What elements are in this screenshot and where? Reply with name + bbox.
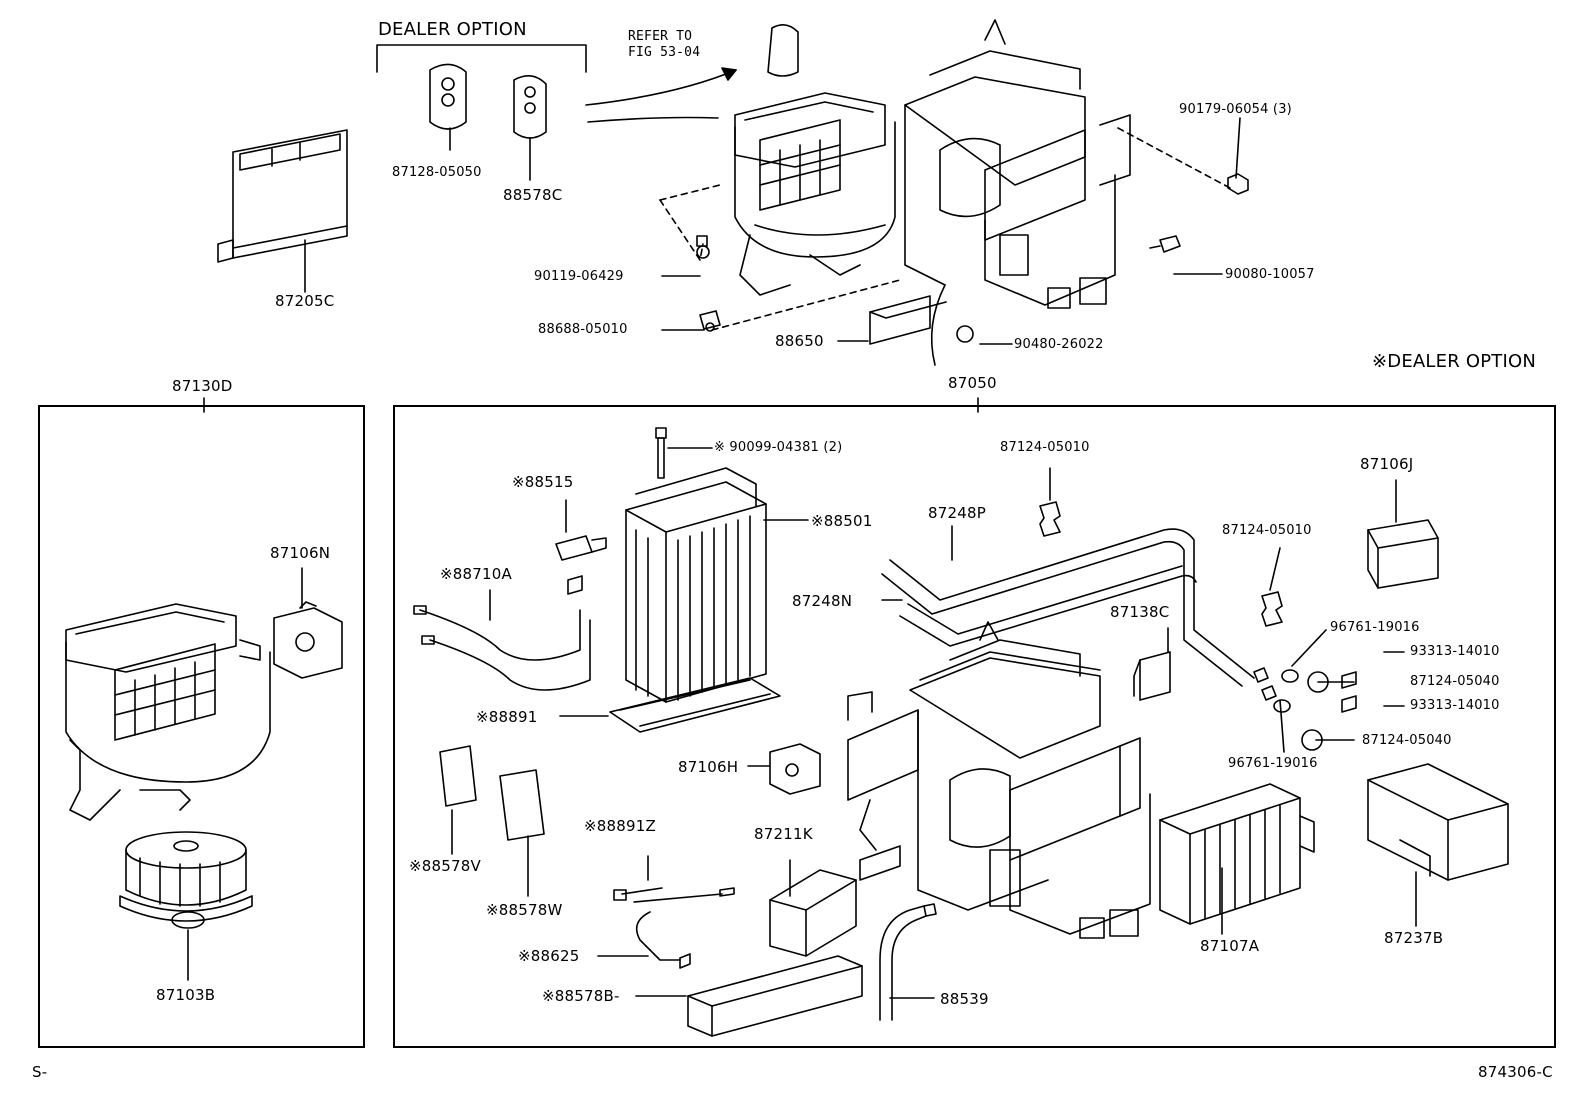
part-88515: ※88515 bbox=[512, 473, 574, 491]
part-88891z: ※88891Z bbox=[584, 817, 656, 835]
part-90080-10057: 90080-10057 bbox=[1225, 267, 1315, 282]
seal-87128-drawing bbox=[429, 63, 467, 151]
part-88625: ※88625 bbox=[518, 947, 580, 965]
part-87205c: 87205C bbox=[275, 292, 335, 310]
top-leader-lines bbox=[661, 117, 1241, 345]
part-88688-05010: 88688-05010 bbox=[538, 322, 628, 337]
part-87106h: 87106H bbox=[678, 758, 739, 776]
part-87124-05040-a: 87124-05040 bbox=[1410, 674, 1500, 689]
dealer-option-title: DEALER OPTION bbox=[378, 19, 527, 40]
refer-to-label: REFER TO bbox=[628, 29, 693, 44]
wire-88625-drawing bbox=[635, 911, 691, 969]
part-88578v: ※88578V bbox=[409, 857, 481, 875]
part-87138c: 87138C bbox=[1110, 603, 1170, 621]
part-88578w: ※88578W bbox=[486, 901, 563, 919]
thermistor-drawing bbox=[613, 887, 735, 903]
part-87128-05050: 87128-05050 bbox=[392, 165, 482, 180]
footer-left-code: S- bbox=[32, 1063, 48, 1081]
tube-88710a-drawing bbox=[413, 575, 591, 691]
part-96761-19016-b: 96761-19016 bbox=[1228, 756, 1318, 771]
group-label-heater: 87050 bbox=[948, 374, 997, 392]
pipes-87248-drawing bbox=[881, 528, 1277, 701]
part-87106j: 87106J bbox=[1360, 455, 1414, 473]
servo-87106n-drawing bbox=[273, 601, 343, 679]
part-93313-14010-b: 93313-14010 bbox=[1410, 698, 1500, 713]
dealer-option-bracket bbox=[376, 44, 587, 73]
cover-88578b-drawing bbox=[687, 955, 863, 1037]
heater-unit-panel bbox=[393, 405, 1556, 1048]
cover-88891-drawing bbox=[609, 677, 781, 733]
part-87124-05010-right: 87124-05010 bbox=[1222, 523, 1312, 538]
seal-88578c-drawing bbox=[513, 75, 547, 181]
seal-88578v-drawing bbox=[439, 745, 477, 807]
blower-assembly-panel bbox=[38, 405, 365, 1048]
part-87237b: 87237B bbox=[1384, 929, 1444, 947]
servo-87106h-drawing bbox=[769, 743, 821, 795]
blower-motor-drawing bbox=[119, 831, 253, 929]
top-fasteners bbox=[696, 173, 1249, 345]
part-96761-19016-a: 96761-19016 bbox=[1330, 620, 1420, 635]
refer-fig-label: FIG 53-04 bbox=[628, 45, 701, 60]
dealer-option-legend: ※DEALER OPTION bbox=[1372, 351, 1537, 372]
bracket-87138c-drawing bbox=[1133, 651, 1171, 701]
cabin-filter-drawing bbox=[217, 129, 348, 293]
evaporator-drawing bbox=[625, 467, 767, 703]
part-87106n: 87106N bbox=[270, 544, 331, 562]
refer-arrow bbox=[585, 24, 799, 123]
part-93313-14010-a: 93313-14010 bbox=[1410, 644, 1500, 659]
top-housing-drawing bbox=[734, 19, 1131, 366]
heater-core-drawing bbox=[1159, 783, 1315, 925]
part-90179-06054: 90179-06054 (3) bbox=[1179, 102, 1292, 117]
figure-code: 874306-C bbox=[1478, 1063, 1553, 1081]
duct-87211k-drawing bbox=[769, 869, 857, 957]
bolt-90099-drawing bbox=[655, 427, 667, 479]
clamp-right-drawing bbox=[1261, 591, 1283, 627]
part-88891: ※88891 bbox=[476, 708, 538, 726]
part-88650: 88650 bbox=[775, 332, 824, 350]
part-87103b: 87103B bbox=[156, 986, 216, 1004]
part-87124-05040-b: 87124-05040 bbox=[1362, 733, 1452, 748]
part-90480-26022: 90480-26022 bbox=[1014, 337, 1104, 352]
part-90119-06429: 90119-06429 bbox=[534, 269, 624, 284]
heater-case-drawing bbox=[847, 621, 1151, 939]
part-87248p: 87248P bbox=[928, 504, 986, 522]
expansion-valve-drawing bbox=[555, 535, 607, 561]
part-87124-05010-top: 87124-05010 bbox=[1000, 440, 1090, 455]
part-88578c: 88578C bbox=[503, 186, 563, 204]
seal-88578w-drawing bbox=[499, 769, 545, 841]
part-90099-04381: ※ 90099-04381 (2) bbox=[714, 440, 843, 455]
part-87107a: 87107A bbox=[1200, 937, 1260, 955]
main-panel-leaders bbox=[451, 397, 1417, 999]
servo-87106j-drawing bbox=[1367, 519, 1439, 589]
part-87211k: 87211K bbox=[754, 825, 813, 843]
part-88501: ※88501 bbox=[811, 512, 873, 530]
group-label-blower: 87130D bbox=[172, 377, 233, 395]
blower-assembly-drawing bbox=[65, 603, 271, 821]
part-88539: 88539 bbox=[940, 990, 989, 1008]
duct-87237b-drawing bbox=[1367, 763, 1509, 881]
part-88710a: ※88710A bbox=[440, 565, 512, 583]
part-88578b: ※88578B- bbox=[542, 987, 620, 1005]
clamp-top-drawing bbox=[1039, 501, 1061, 537]
orings-clamps-drawing bbox=[1273, 669, 1357, 751]
top-dashed-leaders bbox=[659, 127, 1231, 331]
hose-88539-drawing bbox=[879, 903, 937, 1021]
part-87248n: 87248N bbox=[792, 592, 853, 610]
